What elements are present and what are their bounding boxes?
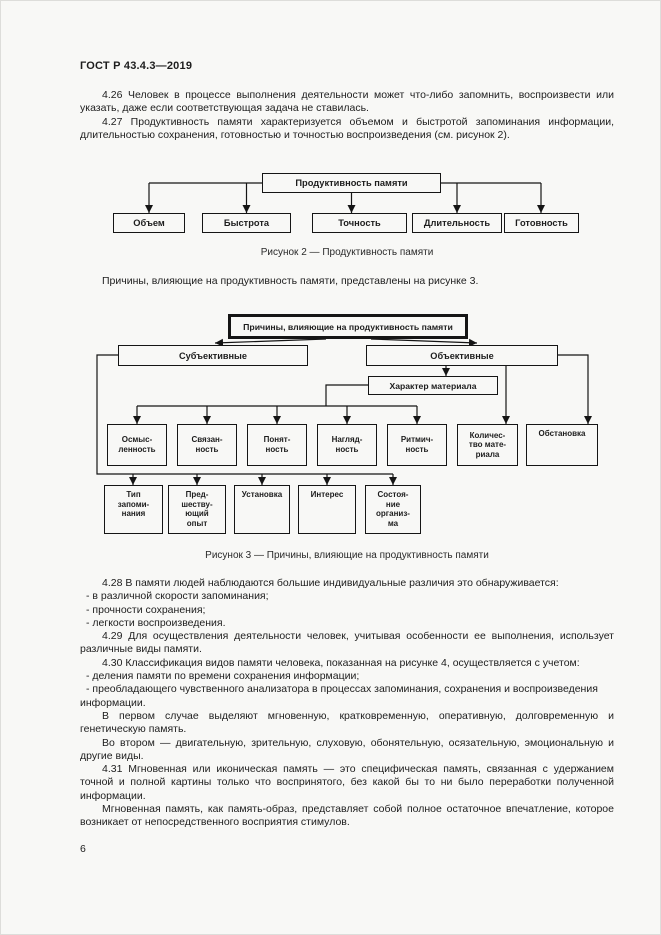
fig3-node-previous-experience: Пред- шеству- ющий опыт	[168, 485, 226, 534]
text-block-intro3: Причины, влияющие на продуктивность памя…	[80, 275, 614, 288]
text-block-top: 4.26 Человек в процессе выполнения деяте…	[80, 89, 614, 142]
fig3-node-subjective: Субъективные	[118, 345, 308, 366]
list-item-analyzer: - преобладающего чувственного анализатор…	[80, 683, 598, 709]
list-item-reproduction: - легкости воспроизведения.	[86, 616, 226, 629]
fig3-node-memorization-type: Тип запоми- нания	[104, 485, 163, 534]
fig3-node-material-amount: Количес- тво мате- риала	[457, 424, 518, 466]
text-block-bottom: 4.28 В памяти людей наблюдаются большие …	[80, 577, 614, 830]
paragraph-4-26: 4.26 Человек в процессе выполнения деяте…	[80, 89, 614, 115]
figure-3-caption: Рисунок 3 — Причины, влияющие на продукт…	[205, 550, 489, 561]
fig3-node-clarity: Понят- ность	[247, 424, 307, 466]
figure-3-diagram: Причины, влияющие на продуктивность памя…	[91, 309, 606, 544]
fig2-node-accuracy: Точность	[312, 213, 407, 233]
paragraph-4-27: 4.27 Продуктивность памяти характеризует…	[80, 115, 614, 141]
fig3-node-organism-state: Состоя- ние организ- ма	[365, 485, 421, 534]
fig3-node-rhythm: Ритмич- ность	[387, 424, 447, 466]
page-number: 6	[80, 843, 86, 855]
paragraph-instant-memory: Мгновенная память, как память-образ, пре…	[80, 803, 614, 829]
paragraph-4-29: 4.29 Для осуществления деятельности чело…	[80, 630, 614, 656]
fig3-node-environment: Обстановка	[526, 424, 598, 466]
fig3-node-meaningfulness: Осмыс- ленность	[107, 424, 167, 466]
list-item-speed: - в различной скорости запоминания;	[86, 590, 269, 603]
paragraph-4-30: 4.30 Классификация видов памяти человека…	[102, 656, 580, 669]
figure-2-connectors	[145, 182, 545, 213]
figure-3-connectors	[96, 338, 592, 485]
fig3-node-visibility: Нагляд- ность	[317, 424, 377, 466]
fig2-node-volume: Объем	[113, 213, 185, 233]
fig3-node-objective: Объективные	[366, 345, 558, 366]
paragraph-4-31: 4.31 Мгновенная или иконическая память —…	[80, 763, 614, 802]
doc-number: ГОСТ Р 43.4.3—2019	[80, 60, 193, 72]
fig2-root-node: Продуктивность памяти	[262, 173, 441, 193]
fig3-node-connectedness: Связан- ность	[177, 424, 237, 466]
fig3-node-attitude: Установка	[234, 485, 290, 534]
fig2-node-duration: Длительность	[412, 213, 502, 233]
paragraph-second-case: Во втором — двигательную, зрительную, сл…	[80, 736, 614, 762]
paragraph-first-case: В первом случае выделяют мгновенную, кра…	[80, 709, 614, 736]
figure-2-diagram: Продуктивность памяти Объем Быстрота Точ…	[97, 171, 597, 235]
figure-2-caption: Рисунок 2 — Продуктивность памяти	[260, 247, 434, 258]
fig3-root-node: Причины, влияющие на продуктивность памя…	[228, 314, 468, 339]
list-item-time-division: - деления памяти по времени сохранения и…	[86, 670, 360, 683]
fig3-node-interest: Интерес	[298, 485, 356, 534]
fig2-node-speed: Быстрота	[202, 213, 291, 233]
list-item-retention: - прочности сохранения;	[86, 603, 206, 616]
fig2-node-readiness: Готовность	[504, 213, 579, 233]
paragraph-intro-figure-3: Причины, влияющие на продуктивность памя…	[102, 275, 479, 287]
paragraph-4-28: 4.28 В памяти людей наблюдаются большие …	[102, 577, 559, 589]
fig3-node-material-character: Характер материала	[368, 376, 498, 395]
